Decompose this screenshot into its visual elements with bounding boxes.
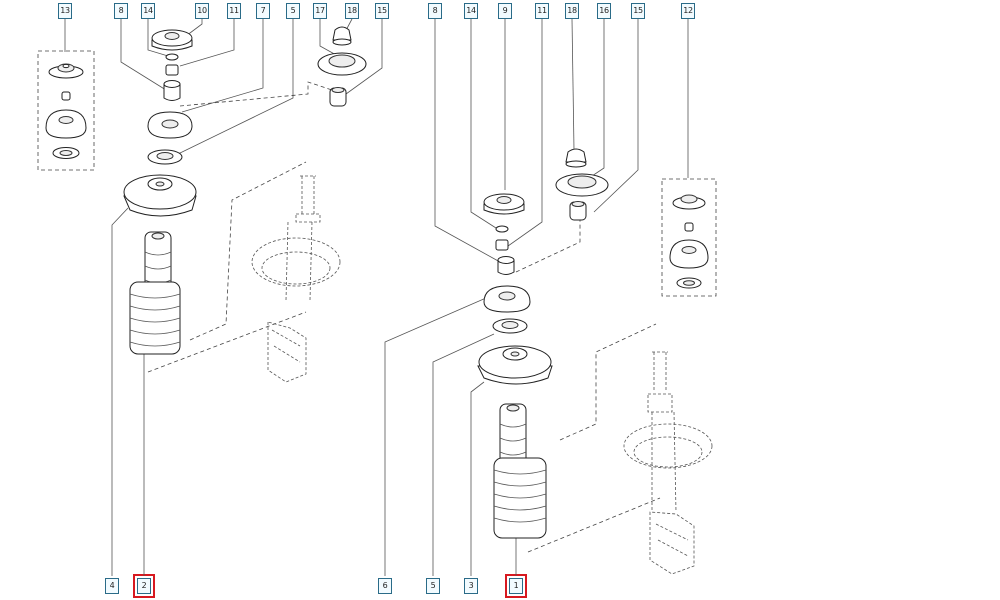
kit-box-12 bbox=[661, 178, 717, 297]
callout-12-top-right[interactable]: 12 bbox=[681, 3, 695, 19]
kit-box-13 bbox=[37, 50, 95, 171]
callout-16-top-right[interactable]: 16 bbox=[597, 3, 611, 19]
callout-10-top-left[interactable]: 10 bbox=[195, 3, 209, 19]
callout-11-top-right[interactable]: 11 bbox=[535, 3, 549, 19]
leader-lines-left bbox=[64, 18, 383, 576]
callout-15-top-right[interactable]: 15 bbox=[631, 3, 645, 19]
callout-14-top-left[interactable]: 14 bbox=[141, 3, 155, 19]
callout-1-bottom-right-highlighted[interactable]: 1 bbox=[505, 574, 527, 598]
callout-6-bottom-right[interactable]: 6 bbox=[378, 578, 392, 594]
callout-17-top-left[interactable]: 17 bbox=[313, 3, 327, 19]
callout-14-top-right[interactable]: 14 bbox=[464, 3, 478, 19]
callout-8-top-right[interactable]: 8 bbox=[428, 3, 442, 19]
callout-18-top-right[interactable]: 18 bbox=[565, 3, 579, 19]
callout-7-top-left[interactable]: 7 bbox=[256, 3, 270, 19]
callout-13-top-left[interactable]: 13 bbox=[58, 3, 72, 19]
callout-9-top-right[interactable]: 9 bbox=[498, 3, 512, 19]
leader-lines-right bbox=[384, 18, 689, 576]
ghost-strut-left bbox=[251, 175, 341, 383]
right-assembly-parts bbox=[477, 148, 609, 539]
callout-8-top-left[interactable]: 8 bbox=[114, 3, 128, 19]
callout-5-bottom-right[interactable]: 5 bbox=[426, 578, 440, 594]
callout-4-bottom-left[interactable]: 4 bbox=[105, 578, 119, 594]
dashed-reference-lines bbox=[147, 81, 661, 553]
ghost-strut-right bbox=[623, 351, 713, 575]
left-assembly-parts bbox=[123, 26, 367, 355]
callout-3-bottom-right[interactable]: 3 bbox=[464, 578, 478, 594]
callout-18-top-left[interactable]: 18 bbox=[345, 3, 359, 19]
callout-11-top-left[interactable]: 11 bbox=[227, 3, 241, 19]
callout-2-bottom-left-highlighted[interactable]: 2 bbox=[133, 574, 155, 598]
callout-15-top-left[interactable]: 15 bbox=[375, 3, 389, 19]
callout-5-top-left[interactable]: 5 bbox=[286, 3, 300, 19]
